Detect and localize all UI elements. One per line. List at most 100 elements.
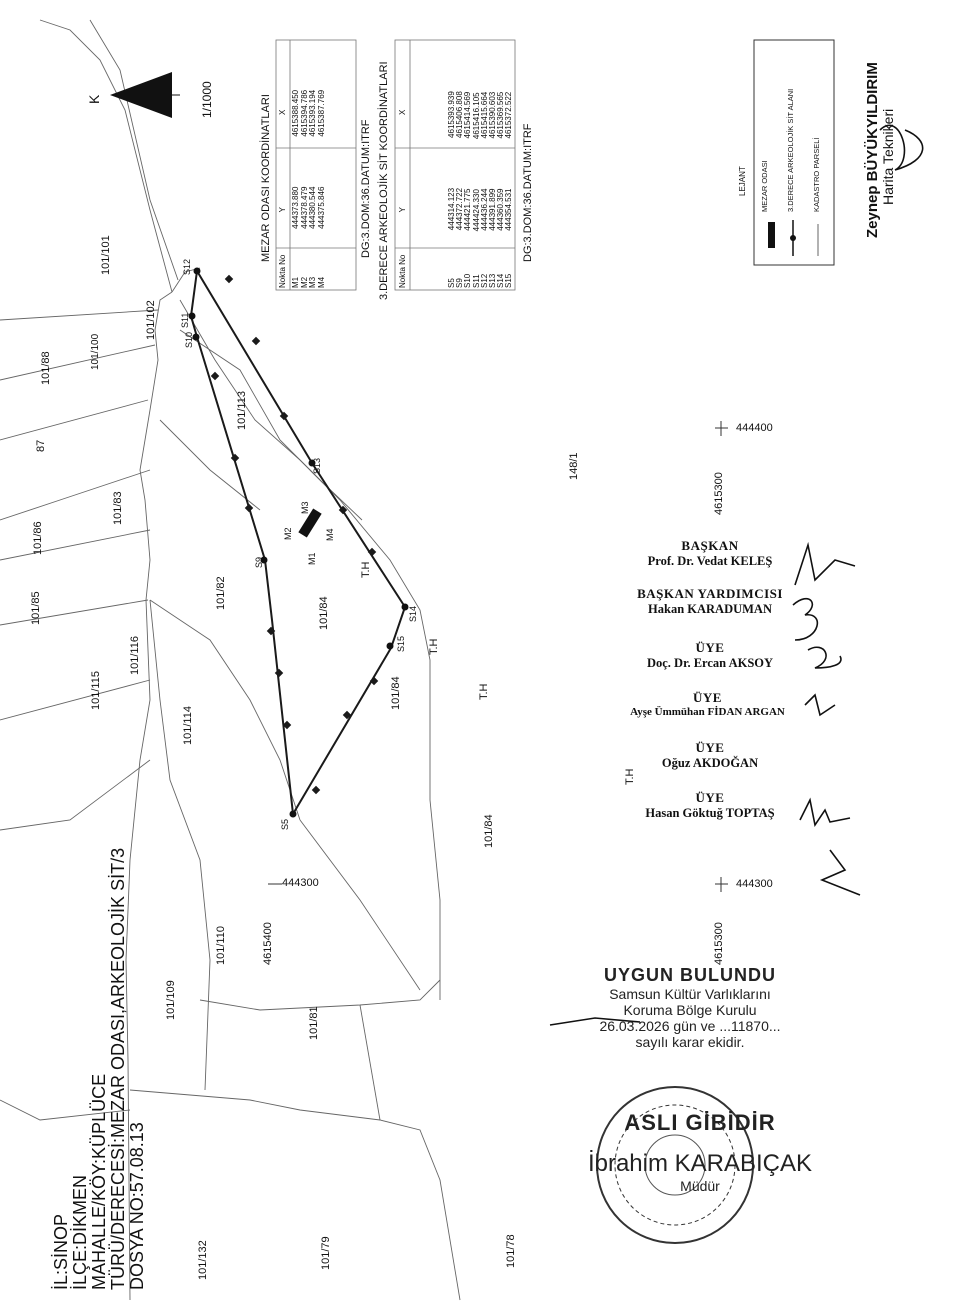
approval-line: sayılı karar ekidir.	[635, 1034, 745, 1050]
district-label: İLÇE:DİKMEN	[70, 1174, 90, 1290]
point-label: S9	[254, 556, 264, 568]
site-vertices	[188, 267, 409, 818]
legend-title: LEJANT	[738, 166, 747, 196]
point-label: S11	[180, 312, 190, 328]
parcel-label: 101/84	[390, 676, 402, 710]
tomb-table-datum: DG:3.DOM:36.DATUM:ITRF	[360, 119, 372, 258]
parcel-label: 87	[35, 439, 47, 452]
site-boundary	[189, 268, 407, 818]
north-label: K	[86, 94, 102, 104]
board-member: ÜYE Doç. Dr. Ercan AKSOY	[646, 640, 774, 670]
province-label: İL:SİNOP	[51, 1213, 71, 1290]
grid-label: 4615300	[713, 922, 725, 965]
tomb-table-body: M1444373.8804615388.450 M2444378.4794615…	[291, 89, 326, 288]
tomb-table-title: MEZAR ODASI KOORDİNATLARI	[260, 94, 272, 262]
point-label: S5	[280, 818, 290, 830]
legend-item-tomb: MEZAR ODASI	[760, 160, 769, 212]
parcel-label: 101/79	[320, 1236, 332, 1270]
table-header-cell: Nokta No	[278, 254, 287, 288]
point-label: S15	[396, 635, 406, 652]
board-member: BAŞKAN YARDIMCISI Hakan KARADUMAN	[637, 586, 783, 616]
site-table-title: 3.DERECE ARKEOLOJİK SİT KOORDİNATLARI	[378, 61, 390, 300]
parcel-label: 101/110	[215, 926, 227, 965]
table-header-cell: Y	[278, 207, 287, 213]
file-number-label: DOSYA NO:57.08.13	[127, 1122, 147, 1290]
parcel-label: 101/132	[197, 1240, 209, 1280]
board-member: BAŞKAN Prof. Dr. Vedat KELEŞ	[647, 538, 773, 568]
point-label: S10	[184, 331, 194, 348]
board-member: ÜYE Oğuz AKDOĞAN	[661, 740, 759, 770]
parcel-label: 101/100	[90, 333, 101, 370]
site-boundary-markers	[210, 274, 379, 795]
approval-heading: UYGUN BULUNDU	[604, 965, 776, 985]
engineer-name: Zeynep BÜYÜKYILDIRIM	[864, 62, 881, 238]
parcel-label: 101/84	[483, 814, 495, 848]
road-label: T.H	[360, 561, 372, 579]
type-label: TÜRÜ/DERECESİ:MEZAR ODASI,ARKEOLOJİK SİT…	[108, 847, 128, 1290]
parcel-label: 101/116	[129, 636, 141, 675]
coordinate-table-borders	[275, 39, 516, 291]
site-table-header: Nokta No Y X	[398, 38, 407, 288]
table-header-cell: X	[398, 109, 407, 115]
parcel-label: 101/84	[318, 596, 330, 630]
table-row: M4444375.8464615387.769	[316, 89, 326, 288]
parcel-label: 101/85	[30, 591, 42, 625]
point-label: S14	[408, 605, 418, 622]
legend-item-site: 3.DERECE ARKEOLOJİK SİT ALANI	[786, 88, 795, 212]
approval-line: Samsun Kültür Varlıklarını	[609, 986, 771, 1002]
parcel-label: 101/115	[90, 671, 102, 710]
title-block: İL:SİNOP İLÇE:DİKMEN MAHALLE/KÖY:KÜPLÜCE…	[51, 847, 147, 1290]
certified-title: Müdür	[680, 1178, 720, 1194]
legend-item-parcel: KADASTRO PARSELİ	[812, 137, 821, 212]
site-table-body: S5444314.1234615393.939 S9444372.7224615…	[447, 91, 514, 288]
legend-box	[753, 39, 835, 266]
parcel-label: 101/78	[505, 1234, 517, 1268]
parcel-label: 101/88	[40, 351, 52, 385]
point-label: S13	[312, 457, 322, 474]
grid-label: 444300	[736, 878, 773, 890]
point-label: M4	[325, 528, 335, 541]
grid-label: 444300	[282, 877, 319, 889]
board-member: ÜYE Ayşe Ümmühan FİDAN ARGAN	[630, 690, 785, 718]
certified-heading: ASLI GİBİDİR	[624, 1110, 776, 1135]
board-member: ÜYE Hasan Göktuğ TOPTAŞ	[645, 790, 775, 820]
approval-date-line: 26.03.2026 gün ve ...11870...	[599, 1018, 781, 1034]
parcel-label: 101/81	[308, 1006, 320, 1040]
parcel-label: 101/114	[182, 706, 194, 745]
approval-stamp: UYGUN BULUNDU Samsun Kültür Varlıklarını…	[560, 965, 820, 1050]
certified-copy-stamp: ASLI GİBİDİR İbrahim KARABIÇAK Müdür	[580, 1110, 820, 1194]
table-header-cell: Nokta No	[398, 254, 407, 288]
point-label: S12	[182, 258, 192, 275]
point-label: M1	[307, 552, 317, 565]
road-label: T.H	[478, 683, 490, 701]
grid-label: 444400	[736, 422, 773, 434]
grid-ticks	[268, 421, 728, 892]
tomb-chamber	[298, 508, 322, 538]
village-label: MAHALLE/KÖY:KÜPLÜCE	[89, 1073, 109, 1290]
point-label: M3	[300, 501, 310, 514]
tomb-table-header: Nokta No Y X	[278, 38, 287, 288]
engineer-title: Harita Teknikeri	[880, 108, 896, 205]
table-header-cell: X	[278, 109, 287, 115]
parcel-label: 101/86	[32, 521, 44, 555]
signature-strokes	[549, 124, 924, 1026]
official-stamp	[596, 1086, 754, 1244]
table-row: S15444354.5314615372.522	[504, 91, 514, 288]
grid-label: 4615300	[713, 472, 725, 515]
parcel-label: 101/83	[112, 491, 124, 525]
table-header-cell: Y	[398, 207, 407, 213]
approval-line: Koruma Bölge Kurulu	[623, 1002, 757, 1018]
parcel-label: 101/101	[100, 235, 112, 275]
site-table-datum: DG:3.DOM:36.DATUM:ITRF	[522, 123, 534, 262]
point-label: M2	[283, 527, 293, 540]
parcel-label: 101/102	[145, 300, 157, 340]
road-label: T.H	[428, 638, 440, 656]
scale-label: 1/1000	[200, 81, 214, 118]
north-arrow-icon	[110, 72, 180, 118]
parcel-label: 148/1	[568, 452, 580, 480]
grid-label: 4615400	[262, 922, 274, 965]
parcel-label: 101/109	[165, 980, 177, 1020]
certified-name: İbrahim KARABIÇAK	[587, 1150, 813, 1177]
